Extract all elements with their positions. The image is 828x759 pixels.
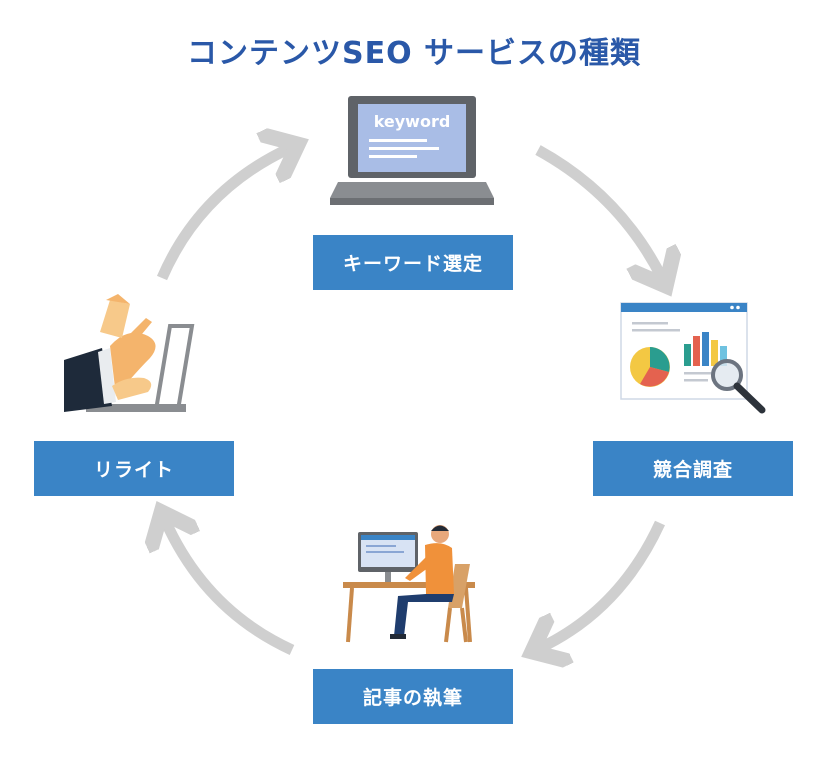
analytics-report-icon bbox=[620, 302, 766, 414]
laptop-screen-text: keyword bbox=[374, 112, 451, 131]
page-title: コンテンツSEO サービスの種類 bbox=[186, 36, 642, 71]
cycle-arrows bbox=[162, 148, 662, 650]
typing-hands-icon bbox=[64, 294, 195, 412]
bar-chart-graphic bbox=[684, 332, 727, 366]
step-competitor-research: 競合調査 bbox=[593, 441, 793, 496]
pie-chart-graphic bbox=[630, 347, 670, 387]
arrow-writing-to-rewrite bbox=[165, 520, 295, 655]
magnifier-icon bbox=[711, 359, 766, 414]
step-rewrite: リライト bbox=[34, 441, 234, 496]
arrow-keyword-to-competitor bbox=[535, 145, 662, 278]
writer-at-desk-icon bbox=[343, 525, 475, 643]
step-keyword-selection: キーワード選定 bbox=[313, 235, 513, 290]
arrow-competitor-to-writing bbox=[540, 520, 665, 648]
arrow-rewrite-to-keyword bbox=[156, 148, 290, 281]
laptop-keyword-icon: keyword bbox=[330, 96, 494, 205]
step-article-writing: 記事の執筆 bbox=[313, 669, 513, 724]
